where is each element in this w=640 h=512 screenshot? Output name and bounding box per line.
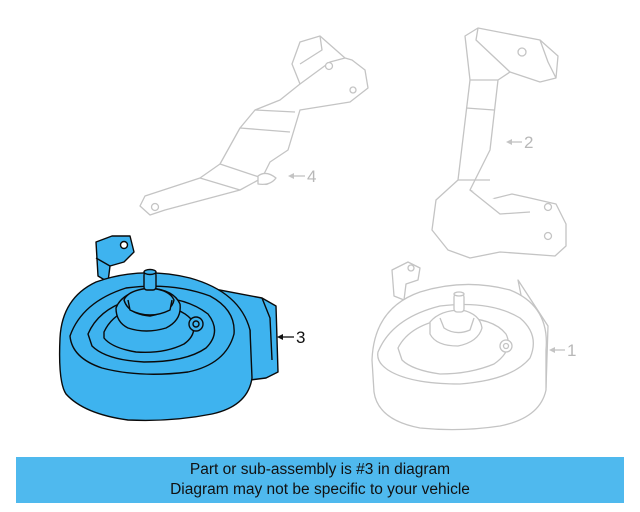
leader-arrow-4 [288,173,294,179]
callout-3: 3 [296,328,305,347]
leader-lines [277,139,565,353]
banner-line-1: Part or sub-assembly is #3 in diagram [189,461,451,478]
horn-part-1 [371,261,549,431]
horn-part-3 [58,235,279,422]
bracket-part-2 [431,27,567,259]
banner-line-2: Diagram may not be specific to your vehi… [170,481,470,498]
callout-4: 4 [307,167,316,186]
callout-2: 2 [524,133,533,152]
leader-arrow-1 [549,347,555,353]
callout-1: 1 [567,341,576,360]
bracket-part-4 [139,35,369,216]
leader-arrow-2 [506,139,512,145]
info-banner: Part or sub-assembly is #3 in diagram Di… [16,457,624,503]
leader-arrow-3 [277,334,283,340]
